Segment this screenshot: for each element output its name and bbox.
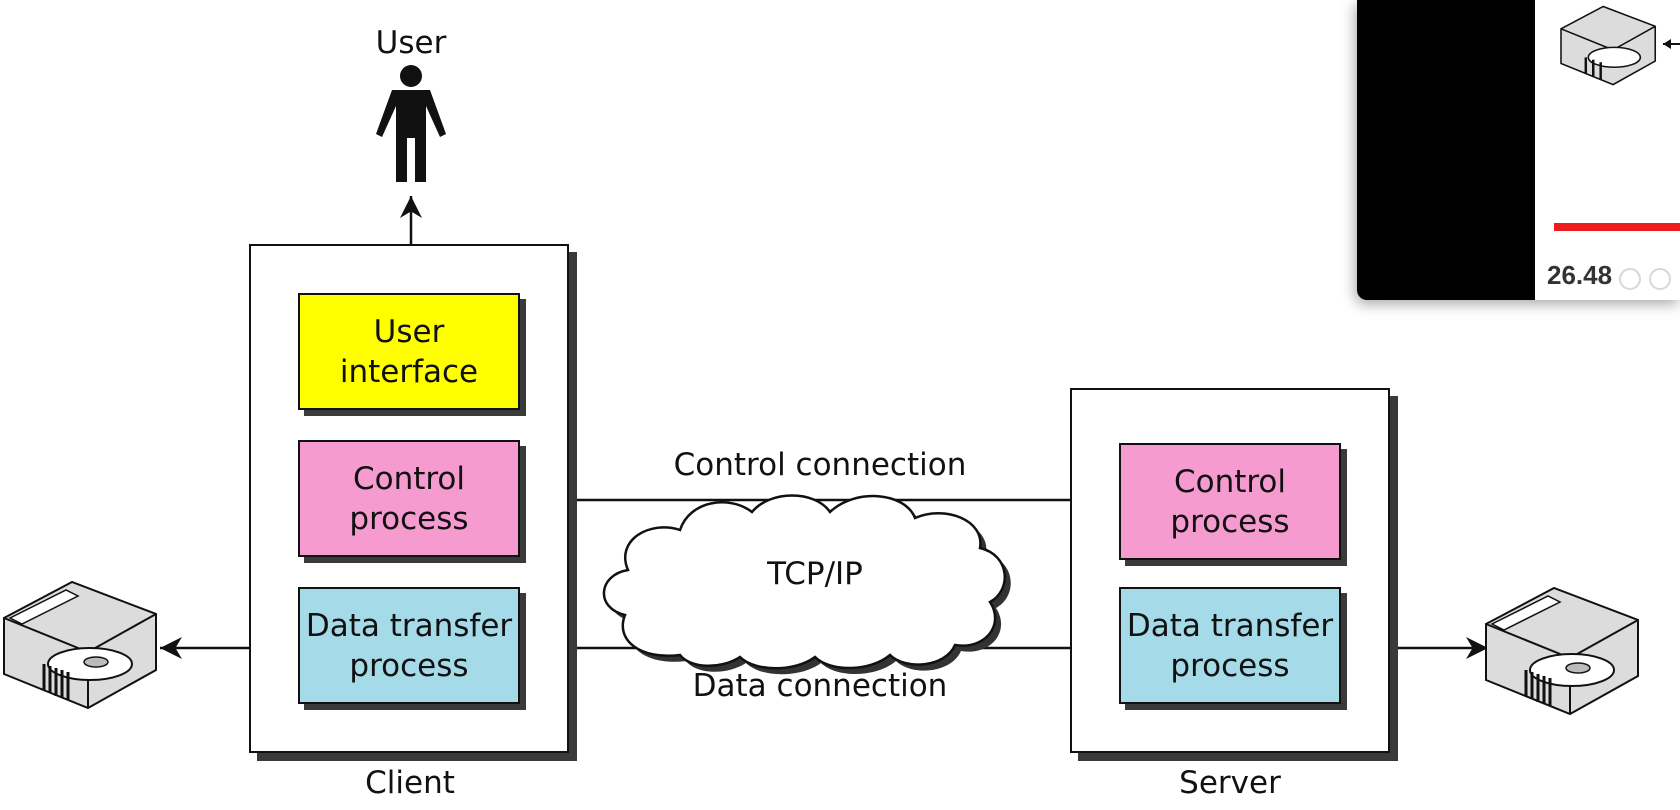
tcp-ip-cloud: [602, 494, 1011, 675]
client-disk-icon: [3, 580, 157, 710]
user-icon: [376, 65, 446, 182]
server-data-transfer-process: Data transfer process: [1119, 587, 1341, 704]
client-user-interface-label: User interface: [339, 313, 479, 390]
video-overlay-panel[interactable]: 26.48: [1357, 0, 1680, 300]
server-control-process-label: Control process: [1170, 463, 1290, 540]
screenshot-icon[interactable]: [1649, 268, 1671, 290]
client-data-transfer-process: Data transfer process: [298, 587, 520, 704]
server-data-transfer-label: Data transfer process: [1126, 607, 1334, 684]
client-data-transfer-label: Data transfer process: [305, 607, 513, 684]
server-label: Server: [1179, 765, 1281, 801]
client-label: Client: [365, 765, 455, 801]
video-timestamp: 26.48: [1547, 260, 1613, 290]
server-control-process: Control process: [1119, 443, 1341, 560]
client-control-process-label: Control process: [349, 460, 469, 537]
server-disk-icon: [1485, 586, 1639, 716]
client-control-process: Control process: [298, 440, 520, 557]
video-progress-bar[interactable]: [1554, 223, 1680, 231]
user-label: User: [375, 25, 447, 61]
edit-icon[interactable]: [1619, 268, 1641, 290]
tcp-ip-label: TCP/IP: [767, 556, 863, 592]
data-connection-label: Data connection: [692, 668, 948, 704]
control-connection-label: Control connection: [673, 447, 967, 483]
client-user-interface: User interface: [298, 293, 520, 410]
overlay-disk-icon: [1560, 5, 1680, 86]
video-frame[interactable]: [1357, 0, 1535, 300]
